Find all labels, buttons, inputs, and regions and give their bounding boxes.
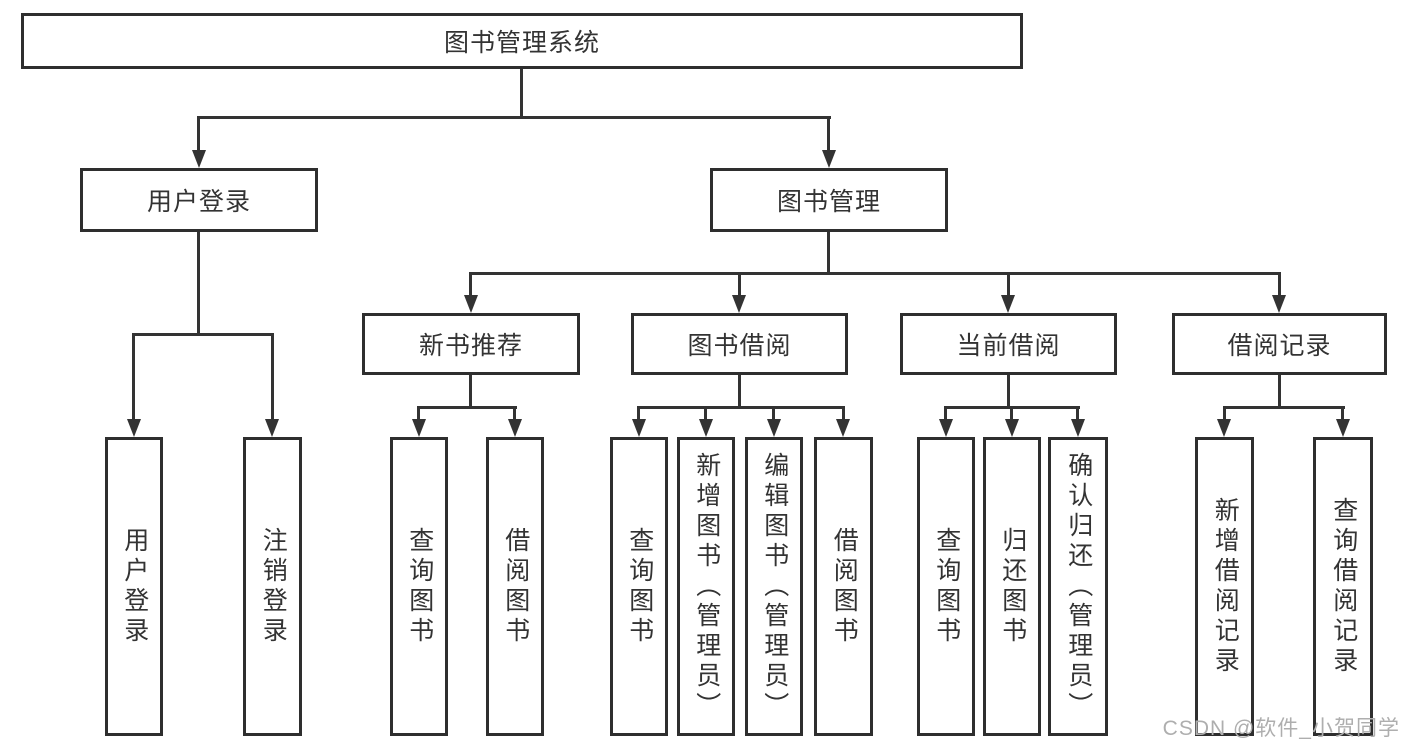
node-current-borrow-label: 当前借阅	[956, 332, 1061, 360]
node-book-mgmt-label: 图书管理	[776, 188, 881, 216]
connector-user-login-hline	[132, 333, 274, 336]
node-leaf-add-book-admin-label: 新增图书（管理员）	[692, 451, 721, 722]
connector-borrow-record-stem	[1278, 375, 1281, 409]
connector-stub	[417, 406, 420, 426]
connector-stub-leaf-user-login	[132, 333, 135, 423]
node-root-label: 图书管理系统	[443, 29, 600, 57]
connector-stub	[944, 406, 947, 426]
node-leaf-confirm-return-admin: 确认归还（管理员）	[1048, 437, 1108, 736]
connector-stub-book-mgmt	[827, 116, 830, 153]
connector-stub	[1010, 406, 1013, 426]
arrow-down-icon	[1071, 419, 1085, 437]
connector-stub	[772, 406, 775, 426]
node-leaf-logout: 注销登录	[243, 437, 302, 736]
arrow-down-icon	[464, 295, 478, 313]
arrow-down-icon	[1336, 419, 1350, 437]
node-book-borrow-label: 图书借阅	[687, 332, 792, 360]
connector-borrow-record-hline	[1223, 406, 1345, 409]
arrow-down-icon	[192, 150, 206, 168]
node-leaf-return-book-label: 归还图书	[998, 526, 1027, 647]
node-current-borrow: 当前借阅	[900, 313, 1117, 375]
connector-new-book-rec-hline	[417, 406, 517, 409]
arrow-down-icon	[732, 295, 746, 313]
node-leaf-query-borrow-record: 查询借阅记录	[1313, 437, 1373, 736]
connector-stub-book-borrow	[738, 272, 741, 300]
node-leaf-user-login-label: 用户登录	[120, 526, 149, 647]
connector-book-borrow-stem	[738, 375, 741, 409]
arrow-down-icon	[265, 419, 279, 437]
connector-stub-new-book-rec	[469, 272, 472, 300]
arrow-down-icon	[767, 419, 781, 437]
connector-stub	[513, 406, 516, 426]
connector-stub	[1076, 406, 1079, 426]
arrow-down-icon	[127, 419, 141, 437]
node-leaf-borrow-book-1: 借阅图书	[486, 437, 544, 736]
connector-user-login-stem	[197, 232, 200, 336]
node-leaf-return-book: 归还图书	[983, 437, 1041, 736]
node-leaf-query-book-2-label: 查询图书	[625, 526, 654, 647]
node-new-book-rec: 新书推荐	[362, 313, 580, 375]
arrow-down-icon	[412, 419, 426, 437]
arrow-down-icon	[1005, 419, 1019, 437]
node-leaf-add-borrow-record: 新增借阅记录	[1195, 437, 1254, 736]
arrow-down-icon	[939, 419, 953, 437]
connector-stub-user-login	[197, 116, 200, 153]
node-leaf-query-book-1: 查询图书	[390, 437, 448, 736]
node-leaf-add-book-admin: 新增图书（管理员）	[677, 437, 735, 736]
node-borrow-record-label: 借阅记录	[1227, 332, 1332, 360]
arrow-down-icon	[632, 419, 646, 437]
connector-book-borrow-hline	[637, 406, 845, 409]
node-root: 图书管理系统	[21, 13, 1023, 69]
arrow-down-icon	[1217, 419, 1231, 437]
node-leaf-query-book-3-label: 查询图书	[932, 526, 961, 647]
arrow-down-icon	[836, 419, 850, 437]
node-leaf-logout-label: 注销登录	[259, 526, 288, 647]
connector-stub	[637, 406, 640, 426]
node-book-mgmt: 图书管理	[710, 168, 948, 232]
arrow-down-icon	[508, 419, 522, 437]
connector-book-mgmt-stem	[827, 232, 830, 275]
arrow-down-icon	[1272, 295, 1286, 313]
connector-book-mgmt-hline	[469, 272, 1281, 275]
connector-stub	[842, 406, 845, 426]
node-leaf-borrow-book-1-label: 借阅图书	[501, 526, 530, 647]
connector-stub-leaf-logout	[271, 333, 274, 423]
connector-current-borrow-stem	[1007, 375, 1010, 409]
connector-stub-current-borrow	[1007, 272, 1010, 300]
node-leaf-user-login: 用户登录	[105, 437, 163, 736]
node-new-book-rec-label: 新书推荐	[418, 332, 523, 360]
connector-stub-borrow-record	[1278, 272, 1281, 300]
connector-stub	[704, 406, 707, 426]
arrow-down-icon	[822, 150, 836, 168]
node-book-borrow: 图书借阅	[631, 313, 848, 375]
node-leaf-edit-book-admin: 编辑图书（管理员）	[745, 437, 803, 736]
node-leaf-add-borrow-record-label: 新增借阅记录	[1211, 496, 1240, 677]
connector-new-book-rec-stem	[469, 375, 472, 409]
node-leaf-query-borrow-record-label: 查询借阅记录	[1329, 496, 1358, 677]
connector-level1-hline	[197, 116, 831, 119]
node-leaf-query-book-1-label: 查询图书	[405, 526, 434, 647]
node-borrow-record: 借阅记录	[1172, 313, 1387, 375]
connector-root-stem	[520, 69, 523, 118]
connector-stub	[1341, 406, 1344, 426]
arrow-down-icon	[699, 419, 713, 437]
arrow-down-icon	[1001, 295, 1015, 313]
node-user-login-label: 用户登录	[146, 188, 251, 216]
node-user-login: 用户登录	[80, 168, 318, 232]
node-leaf-borrow-book-2-label: 借阅图书	[830, 526, 859, 647]
node-leaf-query-book-2: 查询图书	[610, 437, 668, 736]
node-leaf-query-book-3: 查询图书	[917, 437, 975, 736]
node-leaf-edit-book-admin-label: 编辑图书（管理员）	[760, 451, 789, 722]
node-leaf-confirm-return-admin-label: 确认归还（管理员）	[1064, 451, 1093, 722]
connector-stub	[1223, 406, 1226, 426]
node-leaf-borrow-book-2: 借阅图书	[814, 437, 873, 736]
